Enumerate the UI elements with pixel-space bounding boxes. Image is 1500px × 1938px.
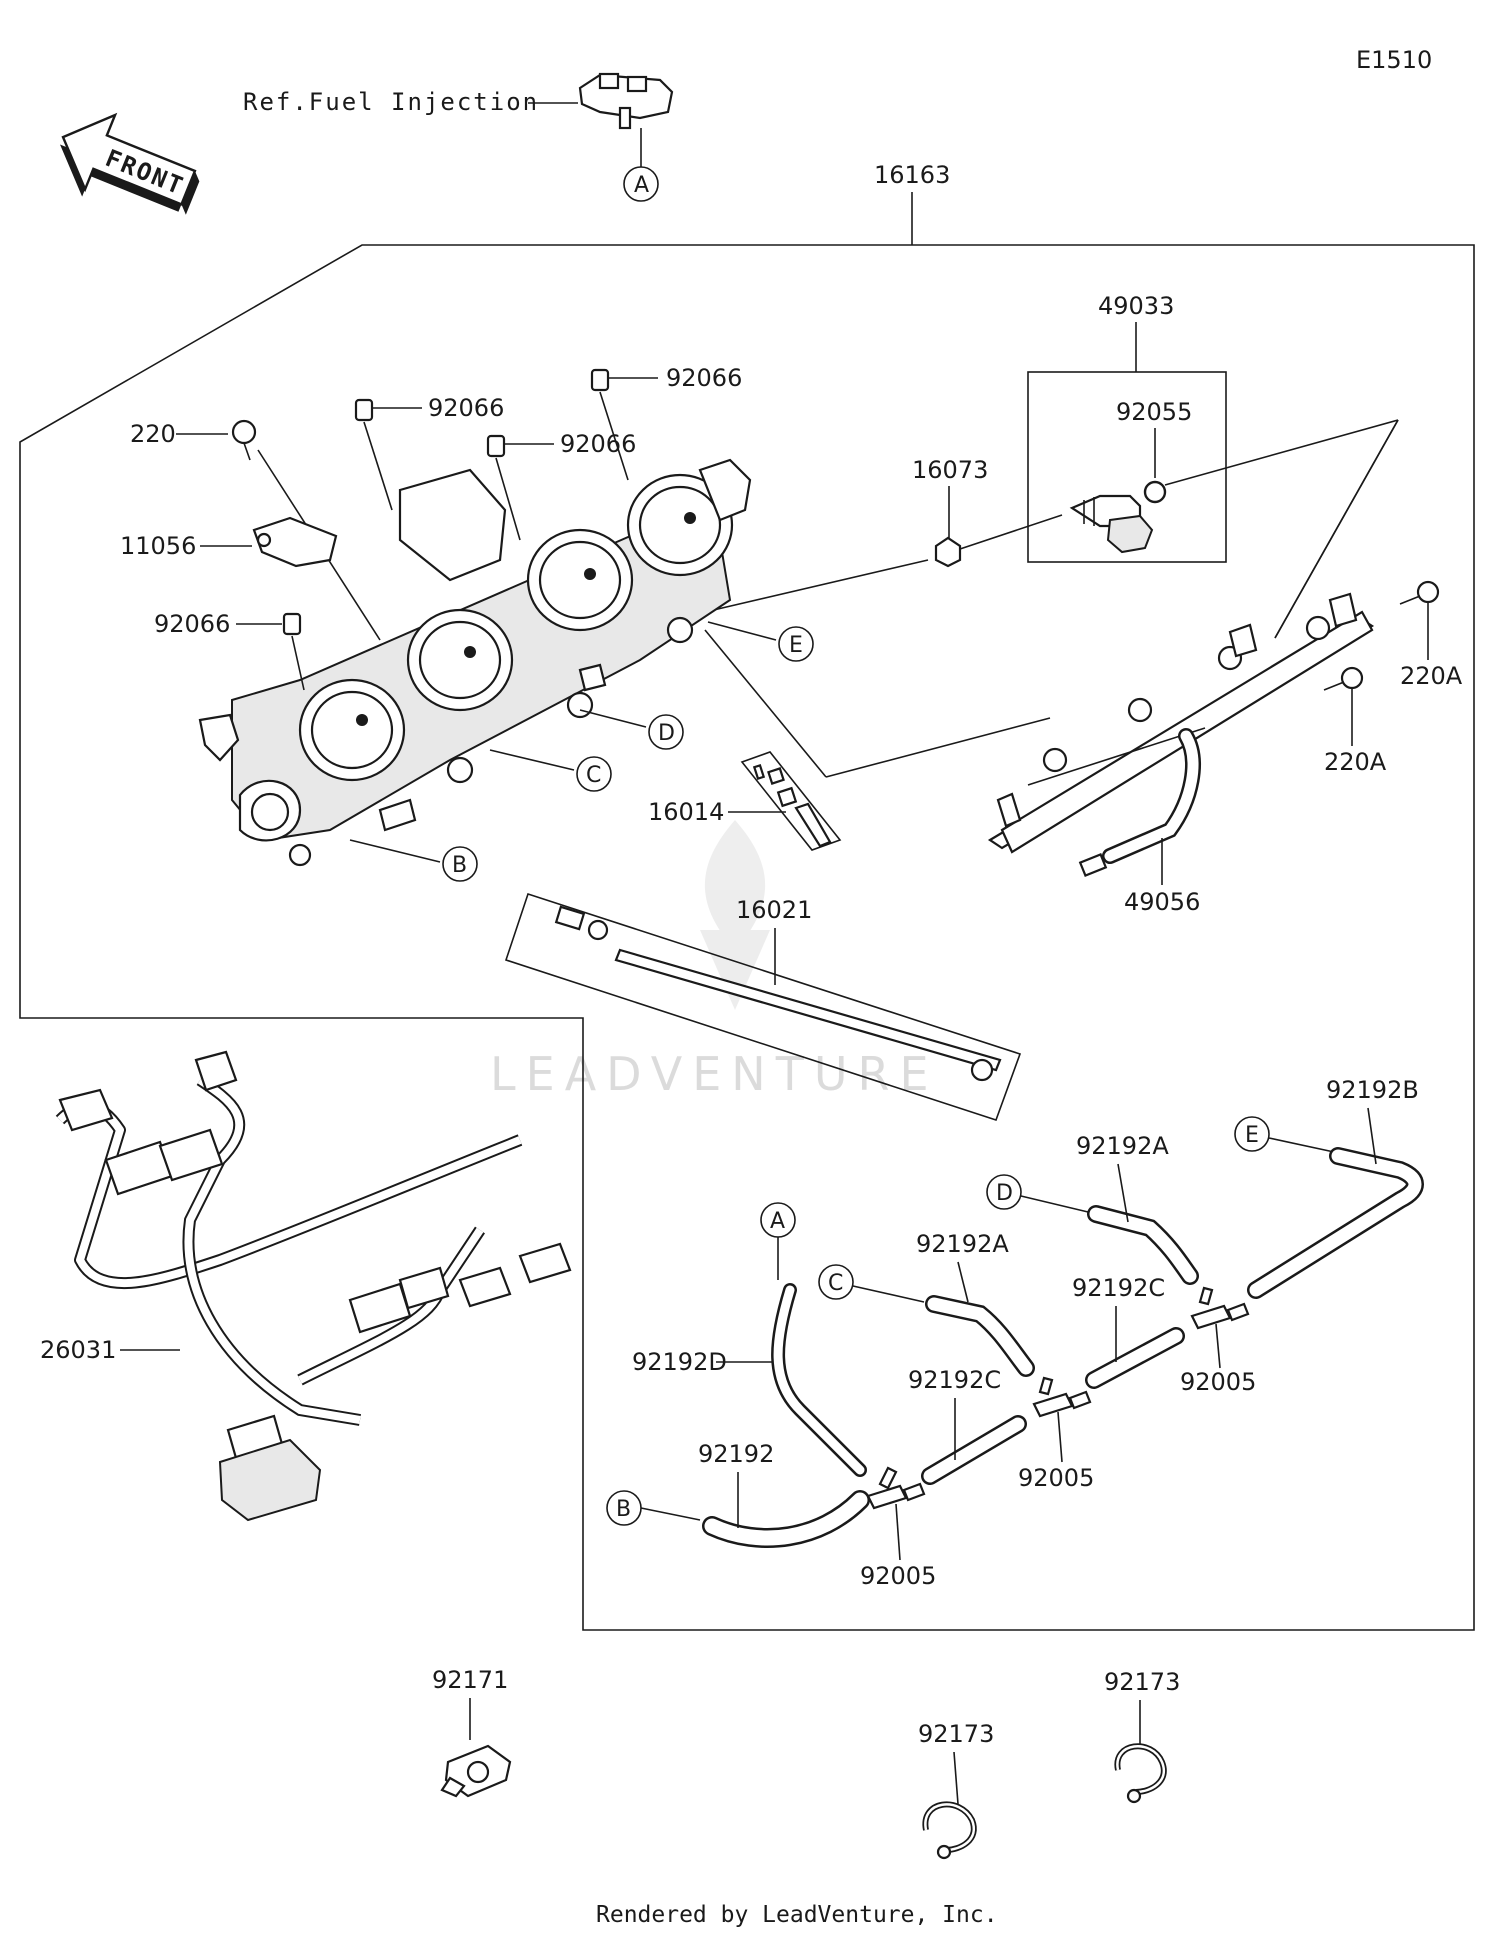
- wire-harness-26031: [55, 1050, 572, 1522]
- svg-text:E: E: [1245, 1123, 1259, 1148]
- tee-92005-middle: [1032, 1376, 1092, 1418]
- part-label-92066-third: 92066: [560, 430, 636, 458]
- fuel-injector: [1069, 494, 1154, 554]
- part-label-92066-left: 92066: [154, 610, 230, 638]
- assembly-frame-16163: [19, 244, 1475, 1631]
- ref-fuel-injection-label: Ref.Fuel Injection: [243, 88, 539, 116]
- callout-e-throttle: E: [778, 626, 814, 662]
- svg-text:C: C: [586, 763, 601, 788]
- band-92173-right: [1114, 1743, 1167, 1804]
- part-label-16073: 16073: [912, 456, 988, 484]
- part-label-92171: 92171: [432, 1666, 508, 1694]
- callout-d-hoses: D: [986, 1174, 1022, 1210]
- svg-text:B: B: [452, 853, 467, 878]
- hose-92192A-upper: [1087, 1205, 1199, 1285]
- hose-92192A-lower: [925, 1295, 1035, 1377]
- cap-92066-top: [590, 368, 610, 392]
- footer-credit: Rendered by LeadVenture, Inc.: [596, 1902, 998, 1928]
- watermark: LEADVENTURE: [490, 820, 939, 1101]
- part-label-92192D: 92192D: [632, 1348, 727, 1376]
- part-label-92066-top: 92066: [666, 364, 742, 392]
- part-label-49056: 49056: [1124, 888, 1200, 916]
- part-label-92055: 92055: [1116, 398, 1192, 426]
- part-label-92005-middle: 92005: [1018, 1464, 1094, 1492]
- svg-text:B: B: [616, 1497, 631, 1522]
- screw-set-frame-16014: [740, 751, 842, 851]
- callout-c-throttle: C: [576, 756, 612, 792]
- bolt-220A-upper: [1399, 580, 1440, 605]
- band-92173-left: [922, 1801, 977, 1860]
- part-label-92192B: 92192B: [1326, 1076, 1419, 1104]
- callout-a-hoses: A: [760, 1202, 796, 1238]
- throttle-body-assembly: [198, 458, 752, 867]
- part-label-92173-left: 92173: [918, 1720, 994, 1748]
- part-label-92066-second: 92066: [428, 394, 504, 422]
- part-label-49033: 49033: [1098, 292, 1174, 320]
- o-ring-92055: [1143, 480, 1167, 504]
- part-label-16014: 16014: [648, 798, 724, 826]
- part-label-220A-upper: 220A: [1400, 662, 1463, 690]
- clamp-92171: [440, 1744, 512, 1798]
- part-label-92192C-lower: 92192C: [908, 1366, 1001, 1394]
- callout-c-hoses: C: [818, 1264, 854, 1300]
- grommet-16073: [934, 536, 962, 568]
- callout-a-top: A: [623, 166, 659, 202]
- hose-92192C-lower: [921, 1415, 1027, 1485]
- hose-92192D: [771, 1283, 867, 1477]
- screw-220: [231, 419, 257, 461]
- part-label-92173-right: 92173: [1104, 1668, 1180, 1696]
- screw-set-16014: [752, 763, 832, 848]
- cap-92066-third: [486, 434, 506, 458]
- cap-92066-second: [354, 398, 374, 422]
- front-arrow: FRONT: [60, 112, 200, 215]
- part-label-92192: 92192: [698, 1440, 774, 1468]
- hose-92192: [702, 1490, 870, 1548]
- svg-text:A: A: [634, 173, 649, 198]
- diagram-code: E1510: [1356, 46, 1432, 74]
- hose-92192C-upper: [1085, 1327, 1185, 1389]
- part-label-92192A-upper: 92192A: [1076, 1132, 1169, 1160]
- part-label-92005-lower: 92005: [860, 1562, 936, 1590]
- callout-b-throttle: B: [442, 846, 478, 882]
- cap-92066-left: [282, 612, 302, 636]
- callout-d-throttle: D: [648, 714, 684, 750]
- part-label-16021: 16021: [736, 896, 812, 924]
- injector-group-box: [1027, 371, 1227, 563]
- part-label-220: 220: [130, 420, 176, 448]
- shaft-frame-16021: [504, 892, 1022, 1122]
- part-label-92192A-lower: 92192A: [916, 1230, 1009, 1258]
- callout-e-hoses: E: [1234, 1116, 1270, 1152]
- part-label-220A-lower: 220A: [1324, 748, 1387, 776]
- part-label-26031: 26031: [40, 1336, 116, 1364]
- svg-text:D: D: [996, 1181, 1013, 1206]
- bracket-11056: [252, 516, 338, 568]
- tee-92005-lower: [866, 1466, 926, 1510]
- part-label-16163: 16163: [874, 161, 950, 189]
- svg-text:E: E: [789, 633, 803, 658]
- callout-b-hoses: B: [606, 1490, 642, 1526]
- part-label-92192C-upper: 92192C: [1072, 1274, 1165, 1302]
- fuel-hose-49056: [1078, 728, 1201, 878]
- svg-text:A: A: [770, 1209, 785, 1234]
- hose-92192B: [1247, 1147, 1424, 1299]
- part-label-11056: 11056: [120, 532, 196, 560]
- bolt-220A-lower: [1323, 666, 1364, 691]
- part-label-92005-upper: 92005: [1180, 1368, 1256, 1396]
- tee-92005-upper: [1190, 1286, 1250, 1330]
- watermark-text: LEADVENTURE: [490, 1047, 939, 1101]
- throttle-shaft-16021: [554, 905, 1002, 1082]
- svg-text:C: C: [828, 1271, 843, 1296]
- svg-text:D: D: [658, 721, 675, 746]
- fuel-injection-sensor: [578, 72, 674, 130]
